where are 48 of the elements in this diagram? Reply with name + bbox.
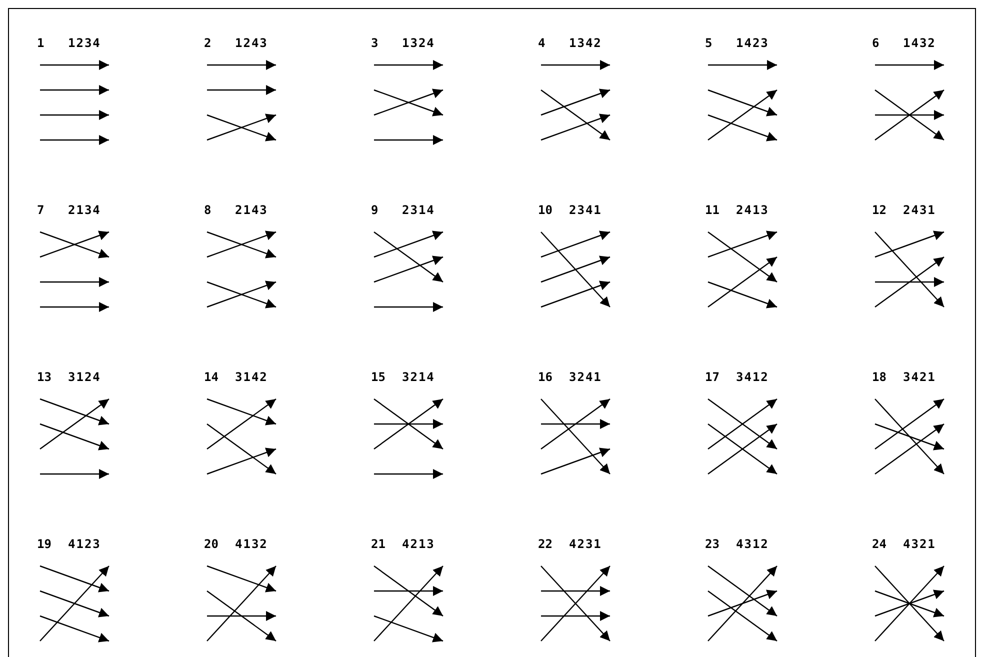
permutation-code: 1243: [235, 36, 268, 50]
permutation-code: 4231: [569, 537, 602, 551]
permutation-code: 1324: [402, 36, 435, 50]
permutation-code: 4123: [68, 537, 101, 551]
permutation-code: 3241: [569, 370, 602, 384]
permutation-code: 4321: [903, 537, 936, 551]
permutation-code: 3124: [68, 370, 101, 384]
permutation-code: 2134: [68, 203, 101, 217]
index-number: 14: [204, 370, 220, 384]
index-number: 2: [204, 36, 212, 50]
index-number: 20: [204, 537, 220, 551]
index-number: 21: [371, 537, 386, 551]
index-number: 7: [37, 203, 46, 217]
index-number: 6: [872, 36, 880, 50]
index-number: 3: [371, 36, 380, 50]
index-number: 9: [371, 203, 380, 217]
index-number: 12: [872, 203, 888, 217]
permutation-code: 3142: [235, 370, 268, 384]
permutation-code: 2431: [903, 203, 936, 217]
index-number: 24: [872, 537, 888, 551]
index-number: 22: [538, 537, 554, 551]
permutation-code: 2314: [402, 203, 435, 217]
permutation-code: 1342: [569, 36, 602, 50]
permutation-code: 2143: [235, 203, 268, 217]
permutation-code: 3421: [903, 370, 936, 384]
index-number: 18: [872, 370, 888, 384]
index-number: 13: [37, 370, 52, 384]
permutation-code: 2341: [569, 203, 602, 217]
permutation-code: 1234: [68, 36, 101, 50]
permutation-code: 4312: [736, 537, 769, 551]
index-number: 17: [705, 370, 720, 384]
permutation-code: 3214: [402, 370, 435, 384]
index-number: 16: [538, 370, 554, 384]
index-number: 11: [705, 203, 720, 217]
index-number: 19: [37, 537, 52, 551]
index-number: 23: [705, 537, 720, 551]
permutation-code: 1423: [736, 36, 769, 50]
permutation-code: 4213: [402, 537, 435, 551]
index-number: 1: [37, 36, 46, 50]
index-number: 8: [204, 203, 212, 217]
permutation-code: 2413: [736, 203, 769, 217]
permutation-code: 3412: [736, 370, 769, 384]
index-number: 10: [538, 203, 554, 217]
permutation-code: 4132: [235, 537, 268, 551]
index-number: 5: [705, 36, 714, 50]
permutation-code: 1432: [903, 36, 936, 50]
index-number: 15: [371, 370, 386, 384]
index-number: 4: [538, 36, 546, 50]
